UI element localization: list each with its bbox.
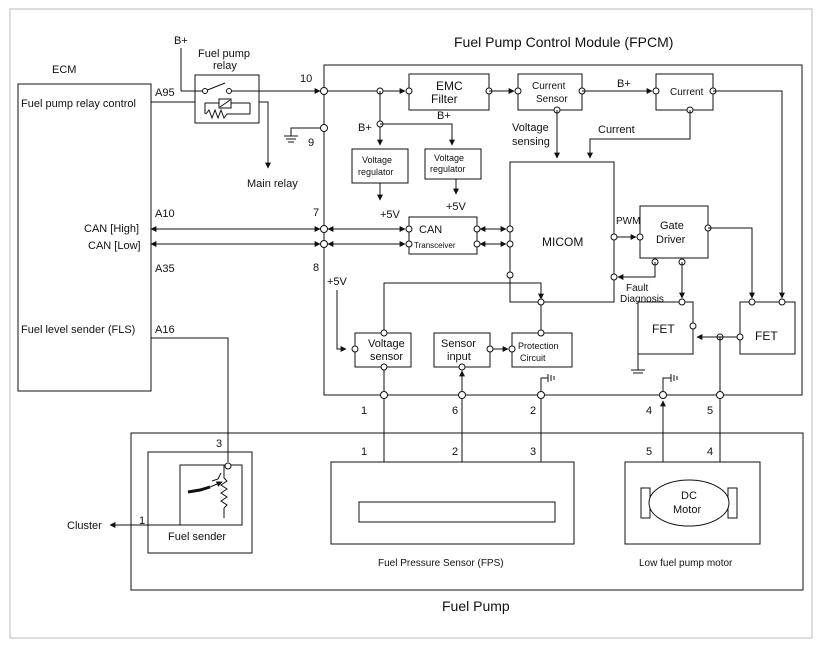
voltage-regulator-2 bbox=[424, 148, 482, 180]
fpcm-pin-9: 9 bbox=[308, 137, 314, 149]
fault-label-1: Fault bbox=[626, 283, 648, 294]
prot-label-2: Circuit bbox=[520, 353, 546, 363]
ecm-box bbox=[17, 83, 152, 392]
vsensor-label-1: Voltage bbox=[368, 338, 405, 350]
plus5v-c: +5V bbox=[327, 276, 348, 288]
fpcm-out-pin-6: 6 bbox=[452, 405, 458, 417]
current-block-label: Current bbox=[670, 87, 704, 98]
ecm-can-low-label: CAN [Low] bbox=[88, 240, 141, 252]
fpcm-title: Fuel Pump Control Module (FPCM) bbox=[454, 34, 673, 50]
current-label: Current bbox=[598, 124, 635, 136]
bplus-a: B+ bbox=[358, 122, 372, 134]
prot-label-1: Protection bbox=[518, 341, 559, 351]
relay-label-2: relay bbox=[213, 60, 237, 72]
motor-pin-4: 4 bbox=[707, 446, 713, 458]
main-relay-label: Main relay bbox=[247, 178, 298, 190]
bplus-c: B+ bbox=[617, 78, 631, 90]
can-label-2: Transceiver bbox=[414, 241, 456, 250]
relay-box bbox=[194, 74, 260, 124]
bplus-b: B+ bbox=[437, 110, 451, 122]
gate-label-2: Driver bbox=[656, 234, 686, 246]
fault-label-2: Diagnosis bbox=[620, 294, 664, 305]
dc-motor-icon bbox=[640, 479, 738, 527]
micom-block bbox=[509, 161, 615, 303]
fps-label: Fuel Pressure Sensor (FPS) bbox=[378, 558, 504, 569]
motor-label: Low fuel pump motor bbox=[639, 558, 733, 569]
can-label-1: CAN bbox=[419, 224, 442, 236]
fpcm-out-pin-1: 1 bbox=[361, 405, 367, 417]
ground-icon-fet bbox=[631, 369, 645, 374]
ecm-pin-a95: A95 bbox=[155, 87, 175, 99]
relay-bplus: B+ bbox=[174, 35, 188, 47]
fet-a-label: FET bbox=[652, 322, 675, 336]
ground-icon-pin9 bbox=[284, 135, 298, 143]
emc-label-2: Filter bbox=[431, 92, 458, 106]
outer-frame bbox=[9, 8, 813, 639]
fpcm-pin-7: 7 bbox=[313, 207, 319, 219]
fps-pin-3: 3 bbox=[530, 446, 536, 458]
fpcm-out-pin-4: 4 bbox=[646, 405, 652, 417]
pwm-label: PWM bbox=[616, 216, 640, 227]
current-sensor-label-2: Sensor bbox=[536, 94, 568, 105]
fpcm-pin-10: 10 bbox=[300, 73, 312, 85]
ecm-fls-label: Fuel level sender (FLS) bbox=[21, 324, 135, 336]
cluster-label: Cluster bbox=[67, 520, 102, 532]
can-transceiver-block bbox=[408, 216, 478, 255]
voltage-sensing-label-2: sensing bbox=[512, 136, 550, 148]
main-relay-wire bbox=[259, 101, 271, 169]
ground-icon-motor bbox=[670, 374, 678, 382]
vreg1-label-2: regulator bbox=[358, 167, 394, 177]
plus5v-b: +5V bbox=[446, 201, 467, 213]
current-sensor-label-1: Current bbox=[532, 81, 566, 92]
relay-label-1: Fuel pump bbox=[198, 48, 250, 60]
sinput-label-2: input bbox=[447, 351, 471, 363]
voltage-sensing-label-1: Voltage bbox=[512, 122, 549, 134]
fpcm-pin-8: 8 bbox=[313, 262, 319, 274]
voltage-regulator-1 bbox=[351, 148, 409, 184]
vsensor-label-2: sensor bbox=[370, 351, 403, 363]
fps-element bbox=[358, 501, 556, 523]
fuel-sender-icon bbox=[187, 465, 228, 518]
fps-pin-2: 2 bbox=[452, 446, 458, 458]
vreg1-label-1: Voltage bbox=[362, 155, 392, 165]
fuel-sender-element bbox=[179, 464, 243, 526]
sinput-label-1: Sensor bbox=[441, 338, 476, 350]
fet-block-b bbox=[739, 301, 796, 355]
ground-icon-fps bbox=[547, 374, 555, 382]
ecm-pin-a10: A10 bbox=[155, 208, 175, 220]
dc-label-2: Motor bbox=[673, 504, 701, 516]
fet-b-label: FET bbox=[755, 329, 778, 343]
emc-label-1: EMC bbox=[436, 79, 463, 93]
sender-pin-3: 3 bbox=[216, 438, 222, 450]
gate-label-1: Gate bbox=[660, 220, 684, 232]
ecm-pin-a16: A16 bbox=[155, 324, 175, 336]
motor-pin-5: 5 bbox=[646, 446, 652, 458]
fet-block-a bbox=[637, 301, 694, 355]
vreg2-label-1: Voltage bbox=[434, 153, 464, 163]
current-block bbox=[655, 73, 714, 111]
dc-label-1: DC bbox=[681, 490, 697, 502]
relay-switch-icon bbox=[180, 48, 259, 120]
fuel-pump-title: Fuel Pump bbox=[442, 598, 510, 614]
micom-label: MICOM bbox=[542, 235, 583, 249]
fuel-sender-label: Fuel sender bbox=[168, 531, 226, 543]
current-sensor-block bbox=[517, 73, 583, 111]
fpcm-out-pin-2: 2 bbox=[530, 405, 536, 417]
fpcm-out-pin-5: 5 bbox=[707, 405, 713, 417]
fps-pin-1: 1 bbox=[361, 446, 367, 458]
gate-driver-block bbox=[639, 205, 709, 259]
ecm-relay-control-label: Fuel pump relay control bbox=[21, 98, 136, 110]
ecm-can-high-label: CAN [High] bbox=[84, 223, 139, 235]
sender-pin-1: 1 bbox=[139, 515, 145, 527]
vreg2-label-2: regulator bbox=[430, 164, 466, 174]
ecm-pin-a35: A35 bbox=[155, 263, 175, 275]
plus5v-a: +5V bbox=[380, 209, 401, 221]
ecm-title: ECM bbox=[52, 64, 76, 76]
